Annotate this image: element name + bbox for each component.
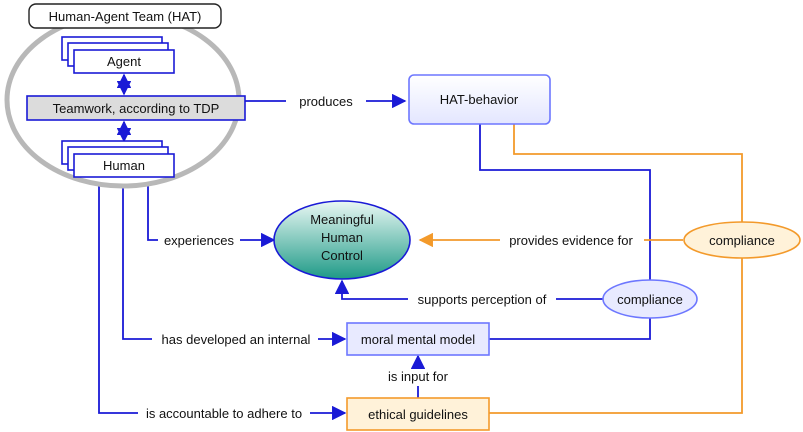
- edge-label-supports-perception: supports perception of: [418, 292, 547, 307]
- edge-supports-left: [334, 279, 408, 300]
- edge-label-produces: produces: [299, 94, 353, 109]
- hat-behavior-node[interactable]: [408, 74, 551, 125]
- edge-label-experiences: experiences: [164, 233, 235, 248]
- compliance-orange-node[interactable]: [683, 221, 801, 259]
- hat-title: Human-Agent Team (HAT): [49, 9, 202, 24]
- edge-hat-to-compliance-blue: [479, 124, 651, 284]
- edge-hat-to-compliance-orange: [513, 124, 743, 223]
- mhc-line-2: Human: [321, 230, 363, 245]
- mhc-node[interactable]: [273, 200, 411, 280]
- edge-has-developed-left: [122, 175, 152, 340]
- ethical-guidelines-label: ethical guidelines: [368, 407, 468, 422]
- mhc-line-1: Meaningful: [310, 212, 374, 227]
- moral-model-node[interactable]: [346, 322, 490, 356]
- mhc-line-3: Control: [321, 248, 363, 263]
- moral-model-label: moral mental model: [361, 332, 475, 347]
- edge-label-is-input: is input for: [388, 369, 449, 384]
- agent-node[interactable]: [73, 49, 175, 74]
- human-label: Human: [103, 158, 145, 173]
- edge-label-accountable: is accountable to adhere to: [146, 406, 302, 421]
- edge-label-has-developed: has developed an internal: [162, 332, 311, 347]
- agent-stack[interactable]: Agent: [61, 36, 175, 74]
- edge-label-provides-evidence: provides evidence for: [509, 233, 633, 248]
- hat-behavior-label: HAT-behavior: [440, 92, 519, 107]
- edge-experiences-left: [147, 175, 158, 241]
- teamwork-node[interactable]: [26, 95, 246, 121]
- edge-compliance-orange-to-ethical: [489, 258, 743, 414]
- human-node[interactable]: [73, 153, 175, 178]
- ethical-guidelines-node[interactable]: [346, 397, 490, 431]
- agent-label: Agent: [107, 54, 141, 69]
- teamwork-label: Teamwork, according to TDP: [53, 101, 220, 116]
- compliance-blue-node[interactable]: [602, 279, 698, 319]
- hat-title-box: [28, 3, 222, 29]
- compliance-orange-label: compliance: [709, 233, 775, 248]
- human-stack[interactable]: Human: [61, 140, 175, 178]
- edge-compliance-blue-to-moral: [489, 318, 651, 340]
- edge-accountable-left: [98, 175, 138, 414]
- compliance-blue-label: compliance: [617, 292, 683, 307]
